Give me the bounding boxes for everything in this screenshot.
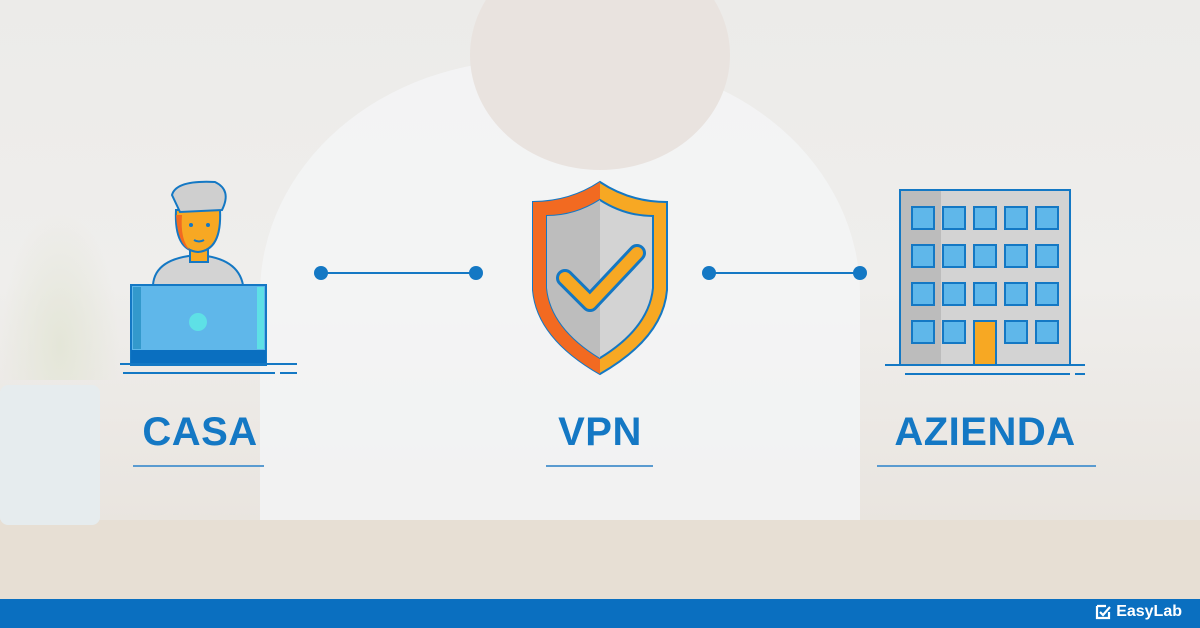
brand-logo: EasyLab bbox=[1095, 603, 1182, 621]
label-azienda: AZIENDA bbox=[894, 410, 1076, 454]
underline-azienda bbox=[877, 465, 1096, 467]
label-vpn: VPN bbox=[558, 410, 642, 454]
shield-check-icon bbox=[532, 180, 668, 376]
footer-bar: EasyLab bbox=[0, 599, 1200, 628]
label-casa: CASA bbox=[142, 410, 258, 454]
underline-vpn bbox=[546, 465, 653, 467]
checkbox-logo-icon bbox=[1096, 604, 1112, 620]
background-plant bbox=[0, 210, 120, 380]
connector-casa-vpn bbox=[314, 266, 483, 280]
connector-vpn-azienda bbox=[702, 266, 867, 280]
person-laptop-icon bbox=[120, 180, 297, 374]
underline-casa bbox=[133, 465, 264, 467]
background-desk bbox=[0, 520, 1200, 600]
background-cup bbox=[0, 385, 100, 525]
office-building-icon bbox=[885, 189, 1085, 375]
brand-name: EasyLab bbox=[1116, 603, 1182, 620]
